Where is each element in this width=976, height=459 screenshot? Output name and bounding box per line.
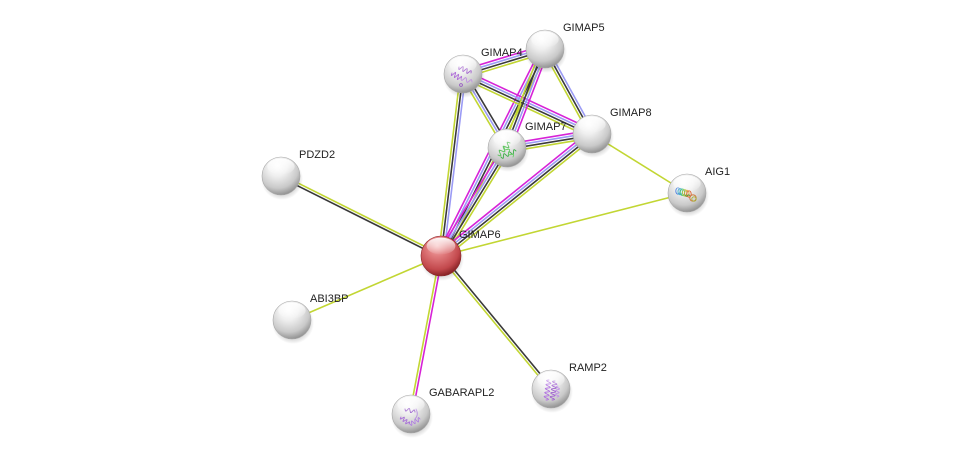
edge-evidence-yellow-green <box>442 136 595 260</box>
edge-evidence-yellow-green <box>291 255 442 321</box>
node-label: GIMAP6 <box>459 229 501 241</box>
node-label: ABI3BP <box>310 293 349 305</box>
edge-evidence-magenta <box>411 256 444 415</box>
node-abi3bp[interactable]: ABI3BP <box>272 293 349 344</box>
edge-evidence-black <box>440 73 464 257</box>
node-gimap7[interactable]: GIMAP7 <box>487 121 567 172</box>
node-label: GABARAPL2 <box>429 387 494 399</box>
sphere-highlight <box>397 396 425 413</box>
edge-evidence-yellow-green <box>440 192 688 257</box>
sphere-highlight <box>449 56 477 73</box>
node-pdzd2[interactable]: PDZD2 <box>261 149 335 200</box>
edge-evidence-yellow-green <box>437 73 462 256</box>
sphere-highlight <box>493 130 521 147</box>
edge-gimap6-pdzd2[interactable] <box>280 174 442 258</box>
edge-gimap6-abi3bp[interactable] <box>291 255 442 321</box>
node-gabarapl2[interactable]: GABARAPL2 <box>391 387 494 438</box>
edge-gimap6-aig1[interactable] <box>440 192 688 257</box>
node-gimap6[interactable]: GIMAP6 <box>420 229 501 281</box>
edge-evidence-black <box>280 176 441 258</box>
edge-evidence-yellow-green <box>408 255 441 414</box>
edge-evidence-yellow-green <box>439 256 551 391</box>
sphere-highlight <box>673 175 701 192</box>
edge-evidence-blue <box>439 132 592 256</box>
sphere-highlight <box>578 116 606 133</box>
edge-evidence-blue <box>442 74 467 257</box>
node-gimap8[interactable]: GIMAP8 <box>572 107 652 158</box>
node-gimap4[interactable]: GIMAP4 <box>443 47 523 98</box>
edge-gimap6-gimap8[interactable] <box>438 130 595 260</box>
node-ramp2[interactable]: RAMP2 <box>531 362 607 413</box>
node-aig1[interactable]: AIG1 <box>667 166 730 217</box>
sphere-highlight <box>531 31 559 48</box>
edge-gimap6-gimap4[interactable] <box>437 73 467 257</box>
node-label: GIMAP7 <box>525 121 567 133</box>
edge-gimap6-gabarapl2[interactable] <box>408 255 444 415</box>
sphere-highlight <box>267 158 295 175</box>
sphere-highlight <box>537 371 565 388</box>
edge-evidence-yellow-green <box>281 174 442 256</box>
node-label: PDZD2 <box>299 149 335 161</box>
edge-evidence-black <box>441 254 553 389</box>
edge-evidence-black <box>441 134 594 258</box>
node-label: GIMAP4 <box>481 47 523 59</box>
edge-gimap6-ramp2[interactable] <box>439 254 553 391</box>
sphere-highlight <box>426 237 456 255</box>
sphere-highlight <box>278 302 306 319</box>
node-label: RAMP2 <box>569 362 607 374</box>
node-label: GIMAP8 <box>610 107 652 119</box>
node-label: GIMAP5 <box>563 22 605 34</box>
node-gimap5[interactable]: GIMAP5 <box>525 22 605 73</box>
node-label: AIG1 <box>705 166 730 178</box>
edge-evidence-magenta <box>438 130 591 254</box>
